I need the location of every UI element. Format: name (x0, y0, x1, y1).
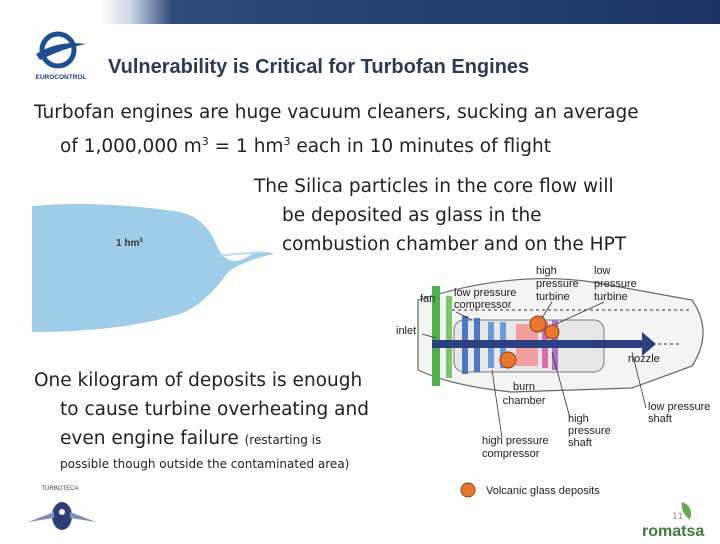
paragraph-deposits-line3: even engine failure (restarting is (60, 428, 322, 449)
paragraph-silica-line3: combustion chamber and on the HPT (282, 234, 627, 255)
label-fan: fan (420, 293, 435, 305)
romatsa-logo: romatsa (638, 500, 718, 540)
ash-cloud-illustration: 1 hm3 (32, 204, 274, 332)
eurocontrol-logo: EUROCONTROL (36, 31, 87, 81)
top-banner (0, 0, 720, 24)
paragraph-silica-line1: The Silica particles in the core flow wi… (254, 176, 614, 197)
logo-text: EUROCONTROL (36, 74, 87, 81)
label-nozzle: nozzle (628, 353, 660, 365)
paragraph-vacuum-line2: of 1,000,000 m3 = 1 hm3 each in 10 minut… (60, 135, 551, 158)
cloud-label: 1 hm3 (116, 238, 143, 249)
legend-deposit-marker (460, 482, 476, 498)
paragraph-silica-line2: be deposited as glass in the (282, 205, 542, 226)
label-inlet: inlet (396, 325, 416, 337)
paragraph-deposits-line4: possible though outside the contaminated… (60, 457, 350, 471)
paragraph-vacuum-line1: Turbofan engines are huge vacuum cleaner… (34, 102, 639, 123)
turboteca-logo-text: TURBOTECA (41, 486, 78, 492)
paragraph-deposits: One kilogram of deposits is enough to ca… (34, 366, 414, 473)
paragraph-vacuum: Turbofan engines are huge vacuum cleaner… (34, 98, 694, 161)
legend-label: Volcanic glass deposits (486, 485, 600, 497)
page-number: 11 (672, 512, 684, 522)
romatsa-text: romatsa (642, 523, 704, 540)
paragraph-silica: The Silica particles in the core flow wi… (254, 172, 694, 259)
paragraph-deposits-line2: to cause turbine overheating and (60, 399, 369, 420)
slide-title: Vulnerability is Critical for Turbofan E… (108, 56, 530, 78)
paragraph-deposits-line1: One kilogram of deposits is enough (34, 370, 363, 391)
fan-blades (432, 286, 440, 386)
turboteca-logo: TURBOTECA (28, 486, 96, 530)
